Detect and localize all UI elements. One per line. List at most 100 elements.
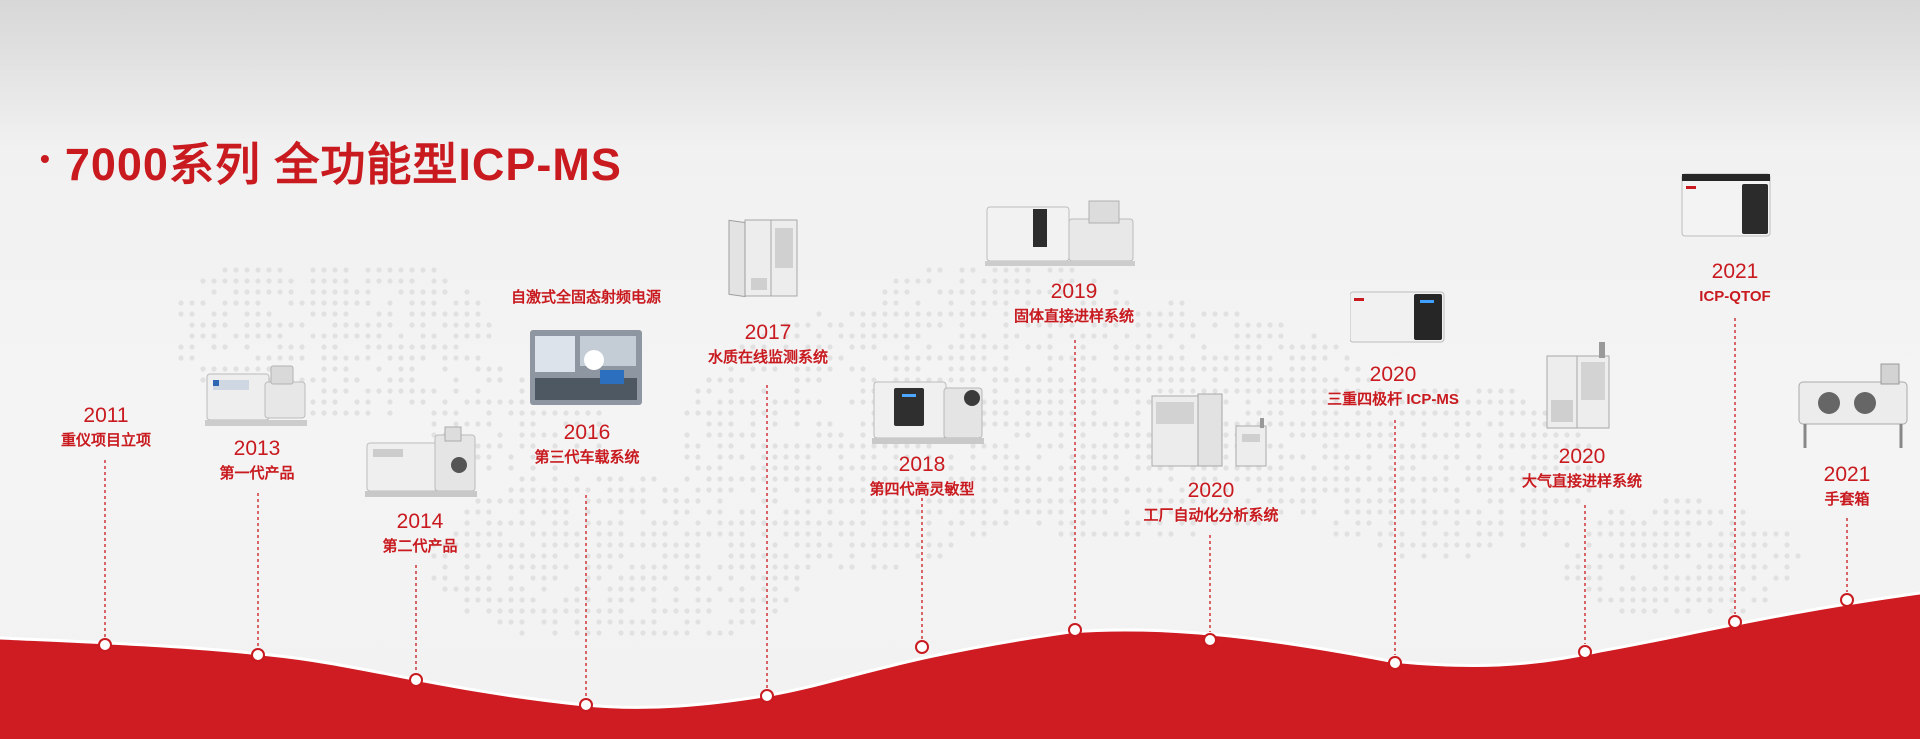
map-dot xyxy=(486,410,492,416)
map-dot xyxy=(1564,476,1570,482)
map-dot xyxy=(673,542,679,548)
map-dot xyxy=(651,608,657,614)
map-dot xyxy=(618,608,624,614)
product-2018-image xyxy=(872,381,984,444)
map-dot xyxy=(189,322,195,328)
map-dot xyxy=(1124,300,1130,306)
map-dot xyxy=(959,355,965,361)
map-dot xyxy=(970,355,976,361)
map-dot xyxy=(1432,542,1438,548)
map-dot xyxy=(1564,575,1570,581)
map-dot xyxy=(981,410,987,416)
map-dot xyxy=(453,344,459,350)
map-dot xyxy=(387,267,393,273)
map-dot xyxy=(332,366,338,372)
map-dot xyxy=(915,542,921,548)
map-dot xyxy=(684,498,690,504)
map-dot xyxy=(937,289,943,295)
map-dot xyxy=(640,630,646,636)
map-dot xyxy=(1135,355,1141,361)
milestone-2014: 2014 第二代产品 xyxy=(300,510,540,557)
map-dot xyxy=(1597,586,1603,592)
map-dot xyxy=(1454,454,1460,460)
map-dot xyxy=(1179,388,1185,394)
map-dot xyxy=(431,553,437,559)
map-dot xyxy=(651,586,657,592)
map-dot xyxy=(1069,421,1075,427)
map-dot xyxy=(398,344,404,350)
map-dot xyxy=(915,476,921,482)
map-dot xyxy=(365,388,371,394)
map-dot xyxy=(871,344,877,350)
map-dot xyxy=(519,432,525,438)
map-dot xyxy=(1179,300,1185,306)
map-dot xyxy=(1399,399,1405,405)
map-dot xyxy=(1091,377,1097,383)
map-dot xyxy=(1124,520,1130,526)
map-dot xyxy=(1377,432,1383,438)
map-dot xyxy=(1069,465,1075,471)
map-dot xyxy=(475,597,481,603)
map-dot xyxy=(1344,498,1350,504)
map-dot xyxy=(1498,410,1504,416)
map-dot xyxy=(1146,333,1152,339)
map-dot xyxy=(794,377,800,383)
map-dot xyxy=(1190,487,1196,493)
map-dot xyxy=(1036,476,1042,482)
wave-red-area xyxy=(0,593,1920,739)
map-dot xyxy=(849,333,855,339)
map-dot xyxy=(1080,421,1086,427)
map-dot xyxy=(1201,487,1207,493)
map-dot xyxy=(1498,443,1504,449)
map-dot xyxy=(1245,421,1251,427)
map-dot xyxy=(981,520,987,526)
map-dot xyxy=(1344,366,1350,372)
map-dot xyxy=(893,476,899,482)
map-dot xyxy=(882,542,888,548)
map-dot xyxy=(541,509,547,515)
map-dot xyxy=(1245,322,1251,328)
map-dot xyxy=(343,322,349,328)
map-dot xyxy=(750,355,756,361)
map-dot xyxy=(530,476,536,482)
map-dot xyxy=(1751,575,1757,581)
map-dot xyxy=(1553,465,1559,471)
map-dot xyxy=(772,366,778,372)
map-dot xyxy=(1300,344,1306,350)
map-dot xyxy=(1498,465,1504,471)
map-dot xyxy=(1113,531,1119,537)
map-dot xyxy=(838,520,844,526)
product-2013-image xyxy=(205,365,307,426)
map-dot xyxy=(266,366,272,372)
map-dot xyxy=(1190,333,1196,339)
map-dot xyxy=(563,542,569,548)
map-dot xyxy=(1487,498,1493,504)
map-dot xyxy=(475,388,481,394)
map-dot xyxy=(882,333,888,339)
map-dot xyxy=(618,531,624,537)
map-dot xyxy=(464,333,470,339)
map-dot xyxy=(1190,322,1196,328)
map-dot xyxy=(937,487,943,493)
map-dot xyxy=(970,509,976,515)
map-dot xyxy=(750,410,756,416)
map-dot xyxy=(1476,443,1482,449)
map-dot xyxy=(992,377,998,383)
map-dot xyxy=(662,498,668,504)
map-dot xyxy=(1443,487,1449,493)
map-dot xyxy=(838,322,844,328)
map-dot xyxy=(992,454,998,460)
map-dot xyxy=(1729,608,1735,614)
milestone-2013: 2013 第一代产品 xyxy=(137,437,377,484)
map-dot xyxy=(1707,586,1713,592)
map-dot xyxy=(1091,399,1097,405)
map-dot xyxy=(1476,454,1482,460)
map-dot xyxy=(1586,564,1592,570)
map-dot xyxy=(1069,289,1075,295)
map-dot xyxy=(1234,465,1240,471)
map-dot xyxy=(1113,355,1119,361)
map-dot xyxy=(233,278,239,284)
map-dot xyxy=(1355,498,1361,504)
map-dot xyxy=(849,564,855,570)
map-dot xyxy=(453,421,459,427)
